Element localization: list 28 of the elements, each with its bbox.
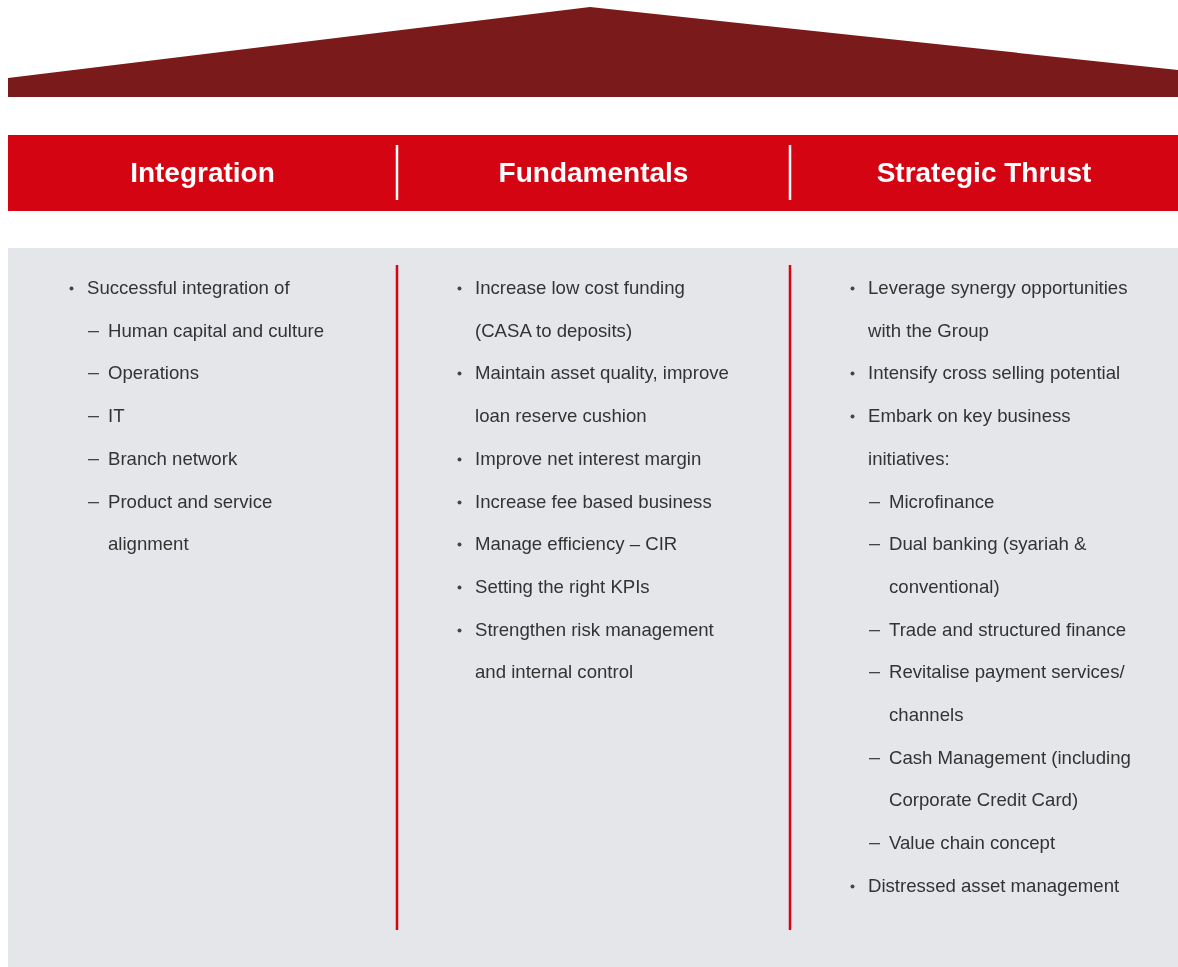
header-band [8,135,1178,211]
sub-item-text: Human capital and culture [108,318,326,343]
column-heading: Integration [130,158,275,188]
sub-item-text: IT [108,404,126,429]
bullet-item-text: Embark on key business initiatives: [868,404,1072,471]
bullet-item-text: Setting the right KPIs [475,574,651,599]
bullet-item-text: Intensify cross selling potential [868,361,1122,386]
bullet-item-text: Increase fee based business [475,489,713,514]
bullet-item-text: Manage efficiency – CIR [475,532,679,557]
bullet-item-text: Successful integration of [87,276,291,300]
content-panel [8,248,1178,967]
sub-item-text: Product and service alignment [108,489,274,557]
sub-item-text: Revitalise payment services/ channels [889,660,1126,728]
sub-item-text: Dual banking (syariah & conventional) [889,532,1088,599]
sub-item-text: Value chain concept [889,831,1057,856]
bullet-item-text: Maintain asset quality, improve loan reserve cushion [475,361,730,429]
sub-item-text: Branch network [108,446,239,471]
column-heading: Fundamentals [498,158,689,188]
sub-item-text: Microfinance [889,489,996,514]
sub-item-text: Trade and structured finance [889,617,1128,642]
bullet-item-text: Improve net interest margin [475,446,703,471]
column-heading: Strategic Thrust [876,158,1092,188]
bullet-item-text: Strengthen risk management and internal control [475,617,715,685]
sub-item-text: Operations [108,361,200,386]
sub-item-text: Cash Management (including Corporate Credit Card) [889,745,1132,813]
bullet-item-text: Leverage synergy opportunities with the Group [868,276,1129,343]
bullet-item-text: Distressed asset management [868,873,1121,898]
bullet-item-text: Increase low cost funding (CASA to deposits) [475,276,686,343]
